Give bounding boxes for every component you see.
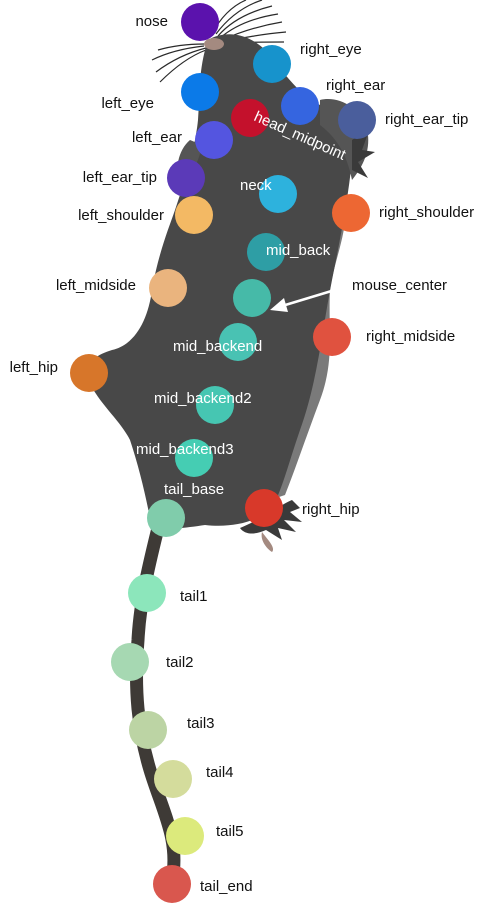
keypoint-right-ear [281,87,319,125]
keypoint-tail5 [166,817,204,855]
label-mouse-center: mouse_center [352,277,447,294]
label-tail-base: tail_base [164,481,224,498]
label-tail1: tail1 [180,588,208,605]
label-left-shoulder: left_shoulder [78,207,164,224]
label-right-ear-tip: right_ear_tip [385,111,468,128]
mouse-center-arrow [270,284,349,312]
label-right-hip: right_hip [302,501,360,518]
keypoint-head-midpoint [231,99,269,137]
keypoint-right-midside [313,318,351,356]
keypoint-neck [259,175,297,213]
label-tail2: tail2 [166,654,194,671]
keypoint-tail3 [129,711,167,749]
keypoint-mid-back [247,233,285,271]
keypoint-right-hip [245,489,283,527]
keypoint-mid-backend2 [196,386,234,424]
keypoint-tail1 [128,574,166,612]
right-hind-paw-pad [261,532,274,552]
keypoint-left-hip [70,354,108,392]
right-front-paw [352,128,375,178]
keypoint-tail-end [153,865,191,903]
label-tail-end: tail_end [200,878,253,895]
label-tail4: tail4 [206,764,234,781]
keypoint-tail2 [111,643,149,681]
label-mid-backend2: mid_backend2 [154,390,252,407]
label-left-ear-tip: left_ear_tip [83,169,157,186]
keypoint-nose [181,3,219,41]
keypoint-left-midside [149,269,187,307]
label-tail5: tail5 [216,823,244,840]
label-left-hip: left_hip [10,359,58,376]
keypoint-mid-backend [219,323,257,361]
keypoint-tail-base [147,499,185,537]
keypoints [70,3,376,903]
mouse-body [86,34,353,530]
label-mid-backend3: mid_backend3 [136,441,234,458]
keypoint-right-shoulder [332,194,370,232]
keypoint-left-ear-tip [167,159,205,197]
label-mid-backend: mid_backend [173,338,262,355]
label-mid-back: mid_back [266,242,331,259]
keypoint-left-shoulder [175,196,213,234]
mouse-tail [130,513,181,887]
label-neck: neck [240,177,272,194]
keypoint-mouse-center [233,279,271,317]
keypoint-mid-backend3 [175,439,213,477]
label-right-eye: right_eye [300,41,362,58]
keypoint-right-eye [253,45,291,83]
keypoint-left-ear [195,121,233,159]
keypoint-left-eye [181,73,219,111]
nose-tip [204,38,224,50]
label-left-midside: left_midside [56,277,136,294]
label-left-ear: left_ear [132,129,182,146]
label-right-ear: right_ear [326,77,385,94]
keypoint-tail4 [154,760,192,798]
keypoint-right-ear-tip [338,101,376,139]
label-nose: nose [135,13,168,30]
label-right-midside: right_midside [366,328,455,345]
label-left-eye: left_eye [101,95,154,112]
label-right-shoulder: right_shoulder [379,204,474,221]
label-tail3: tail3 [187,715,215,732]
